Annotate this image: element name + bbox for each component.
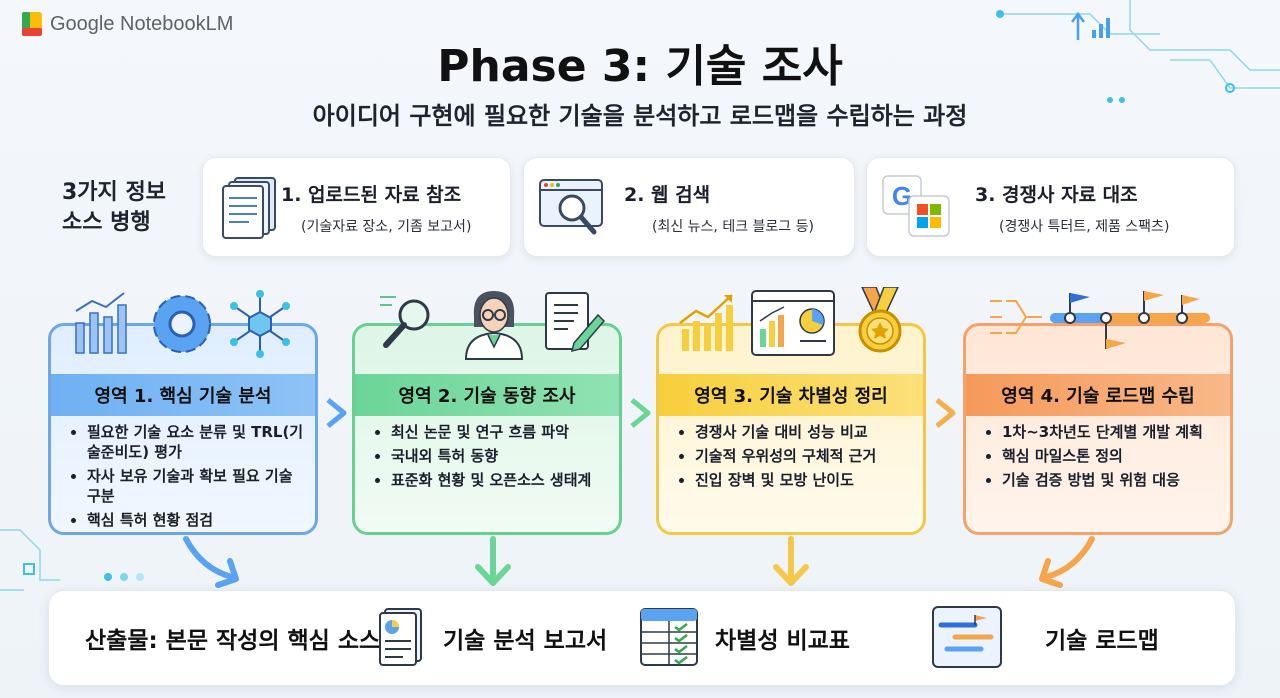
sources-label: 3가지 정보 소스 병행 [62, 180, 166, 235]
list-item: 1차~3차년도 단계별 개발 계획 [1002, 422, 1220, 442]
page-subtitle: 아이디어 구현에 필요한 기술을 분석하고 로드맵을 수립하는 과정 [312, 102, 968, 130]
area-title: 영역 3. 기술 차별성 정리 [659, 374, 923, 416]
document-pen-icon [545, 292, 606, 353]
list-item: 기술 검증 방법 및 위험 대응 [1002, 470, 1220, 490]
area-bullets: 최신 논문 및 연구 흐름 파악 국내외 특허 동향 표준화 현황 및 오픈소스… [355, 422, 619, 490]
arrow-down-icon [773, 536, 809, 586]
chevron-right-icon [935, 398, 956, 428]
area-bullets: 경쟁사 기술 대비 성능 비교 기술적 우위성의 구체적 근거 진입 장벽 및 … [659, 422, 923, 490]
area-2-icons [380, 291, 606, 360]
growth-chart-icon [679, 294, 733, 351]
web-search-icon [539, 179, 603, 235]
bar-chart-icon [75, 292, 127, 354]
area-title: 영역 4. 기술 로드맵 수립 [966, 374, 1230, 416]
list-item: 경쟁사 기술 대비 성능 비교 [695, 422, 913, 442]
chevron-right-icon [326, 398, 347, 428]
list-item: 진입 장벽 및 모방 난이도 [695, 470, 913, 490]
list-item: 핵심 특허 현황 점검 [87, 510, 305, 530]
researcher-icon [464, 291, 524, 360]
source-subtitle: (최신 뉴스, 테크 블로그 등) [652, 219, 814, 235]
list-item: 기술적 우위성의 구체적 근거 [695, 446, 913, 466]
source-title: 2. 웹 검색 [624, 184, 711, 206]
dashboard-icon [751, 290, 835, 356]
document-stack-icon [222, 177, 276, 239]
outputs-panel: 산출물: 본문 작성의 핵심 소스 기술 분석 보고서 차별성 비교표 기술 로… [48, 590, 1236, 686]
output-item-label: 기술 로드맵 [1045, 628, 1159, 654]
magnifier-icon [380, 296, 430, 348]
arrow-down-icon [475, 536, 511, 586]
source-subtitle: (경쟁사 특터트, 제품 스팩츠) [999, 219, 1170, 235]
list-item: 국내외 특허 동향 [391, 446, 609, 466]
brand-logo: Google NotebookLM [22, 12, 233, 36]
area-bullets: 1차~3차년도 단계별 개발 계획 핵심 마일스톤 정의 기술 검증 방법 및 … [966, 422, 1230, 490]
arrow-down-icon [1039, 536, 1095, 588]
area-title: 영역 1. 핵심 기술 분석 [51, 374, 315, 416]
source-subtitle: (기술자료 장소, 기좀 보고서) [301, 219, 472, 235]
output-item-label: 차별성 비교표 [715, 628, 850, 654]
source-title: 3. 경쟁사 자료 대조 [975, 184, 1138, 206]
comparison-table-icon [640, 608, 698, 666]
area-bullets: 필요한 기술 요소 분류 및 TRL(기술준비도) 평가 자사 보유 기술과 확… [51, 422, 315, 530]
list-item: 필요한 기술 요소 분류 및 TRL(기술준비도) 평가 [87, 422, 305, 462]
list-item: 최신 논문 및 연구 흐름 파악 [391, 422, 609, 442]
area-card-4: 영역 4. 기술 로드맵 수립 1차~3차년도 단계별 개발 계획 핵심 마일스… [963, 323, 1233, 535]
area-title: 영역 2. 기술 동향 조사 [355, 374, 619, 416]
output-item-label: 기술 분석 보고서 [443, 628, 608, 654]
list-item: 표준화 현황 및 오픈소스 생태계 [391, 470, 609, 490]
roadmap-icon [932, 606, 1002, 668]
circuit-decoration-top-right [996, 0, 1280, 103]
area-1-icons [75, 290, 290, 358]
chevron-right-icon [630, 398, 651, 428]
arrow-down-icon [183, 536, 239, 588]
brand-logo-text: Google NotebookLM [50, 12, 234, 35]
timeline-flags-icon [1050, 291, 1210, 349]
source-card-competitor: G 3. 경쟁사 자료 대조 (경쟁사 특터트, 제품 스팩츠) [866, 157, 1235, 257]
circuit-decoration-bottom-left [0, 529, 144, 591]
branch-lines-icon [990, 300, 1042, 334]
page-title: Phase 3: 기술 조사 [437, 41, 843, 92]
area-3-icons [679, 287, 902, 356]
list-item: 자사 보유 기술과 확보 필요 기술 구분 [87, 466, 305, 506]
svg-text:G: G [892, 181, 912, 211]
outputs-label: 산출물: 본문 작성의 핵심 소스 [85, 628, 381, 654]
source-title: 1. 업로드된 자료 참조 [281, 184, 462, 206]
gear-icon [153, 295, 211, 353]
area-card-1: 영역 1. 핵심 기술 분석 필요한 기술 요소 분류 및 TRL(기술준비도)… [48, 323, 318, 535]
network-node-icon [230, 290, 290, 358]
source-card-uploaded: 1. 업로드된 자료 참조 (기술자료 장소, 기좀 보고서) [202, 157, 511, 257]
report-icon [379, 608, 422, 666]
area-4-roadmap-icon [990, 291, 1210, 349]
list-item: 핵심 마일스톤 정의 [1002, 446, 1220, 466]
notebooklm-logo-icon [22, 12, 42, 36]
source-card-web: 2. 웹 검색 (최신 뉴스, 테크 블로그 등) [523, 157, 855, 257]
award-medal-icon [858, 287, 902, 353]
google-microsoft-icon: G [882, 175, 950, 237]
